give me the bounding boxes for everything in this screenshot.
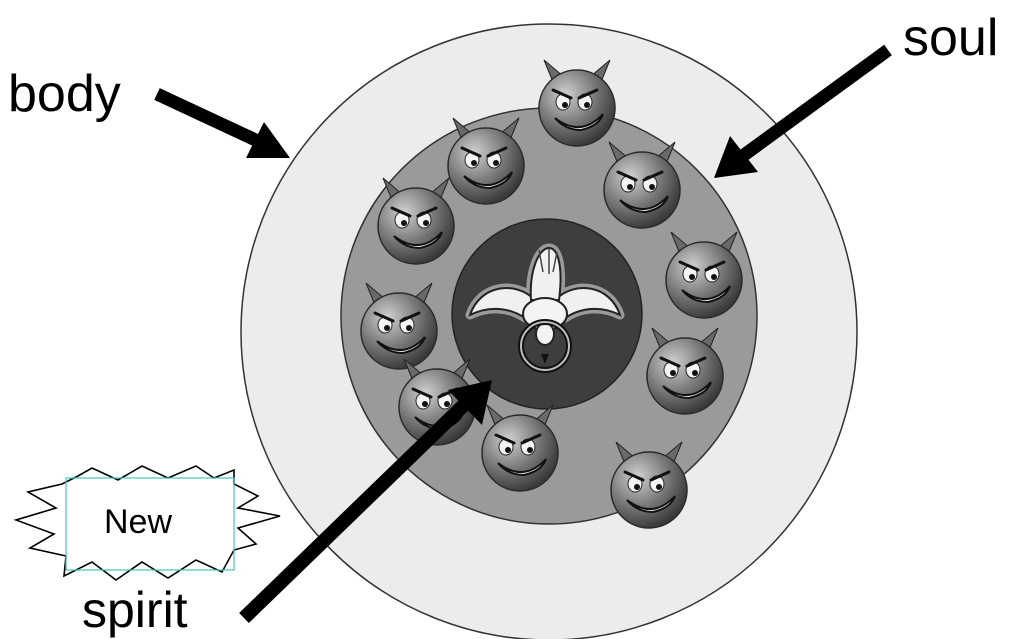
body-label: body: [8, 68, 121, 120]
devil-face-icon: [378, 178, 454, 264]
devil-face-icon: [448, 118, 524, 204]
spirit-label: spirit: [82, 585, 188, 635]
devil-face-icon: [647, 328, 723, 414]
devil-face-icon: [666, 232, 742, 318]
arrow-to-body: [157, 94, 290, 158]
soul-label: soul: [903, 12, 998, 64]
new-badge-label: New: [104, 505, 172, 539]
devil-face-icon: [361, 283, 437, 369]
devil-face-icon: [604, 142, 680, 228]
devil-face-icon: [539, 60, 615, 146]
devil-face-icon: [611, 442, 687, 528]
devil-face-icon: [482, 405, 558, 491]
